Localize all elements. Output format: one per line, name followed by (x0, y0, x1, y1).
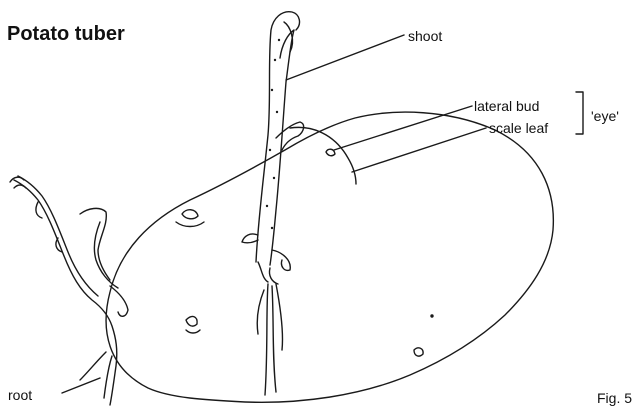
eye-upper (182, 210, 198, 219)
secondary-sprout-curl (110, 286, 128, 316)
eye-middle-mark (186, 330, 200, 333)
shoot-pointer (286, 35, 404, 80)
surface-dot (431, 315, 433, 317)
left-sprout (14, 176, 117, 405)
eye-bracket (576, 92, 583, 134)
eye-label: 'eye' (591, 108, 619, 124)
shoot-tip-leaf (284, 22, 292, 52)
shoot-base-curl (258, 262, 278, 284)
root-pointer (62, 378, 100, 393)
diagram-title: Potato tuber (7, 23, 125, 46)
scale-leaf-pointer (352, 128, 486, 172)
shoot-side-branch (276, 122, 304, 150)
scale-leaf-label: scale leaf (489, 120, 548, 136)
shoot-base-right (272, 250, 290, 270)
shoot-base-left (242, 234, 258, 243)
eye-upper-crease (176, 222, 204, 227)
left-root (80, 352, 112, 398)
root-label: root (8, 387, 32, 403)
eye-lower-right (414, 348, 423, 356)
tuber-ridge (290, 127, 356, 184)
lateral-bud-label: lateral bud (474, 98, 539, 114)
shoot-roots (257, 284, 282, 395)
figure-number: Fig. 5 (597, 390, 632, 406)
secondary-sprout (80, 208, 118, 288)
eye-middle (186, 317, 197, 327)
shoot-label: shoot (408, 28, 442, 44)
